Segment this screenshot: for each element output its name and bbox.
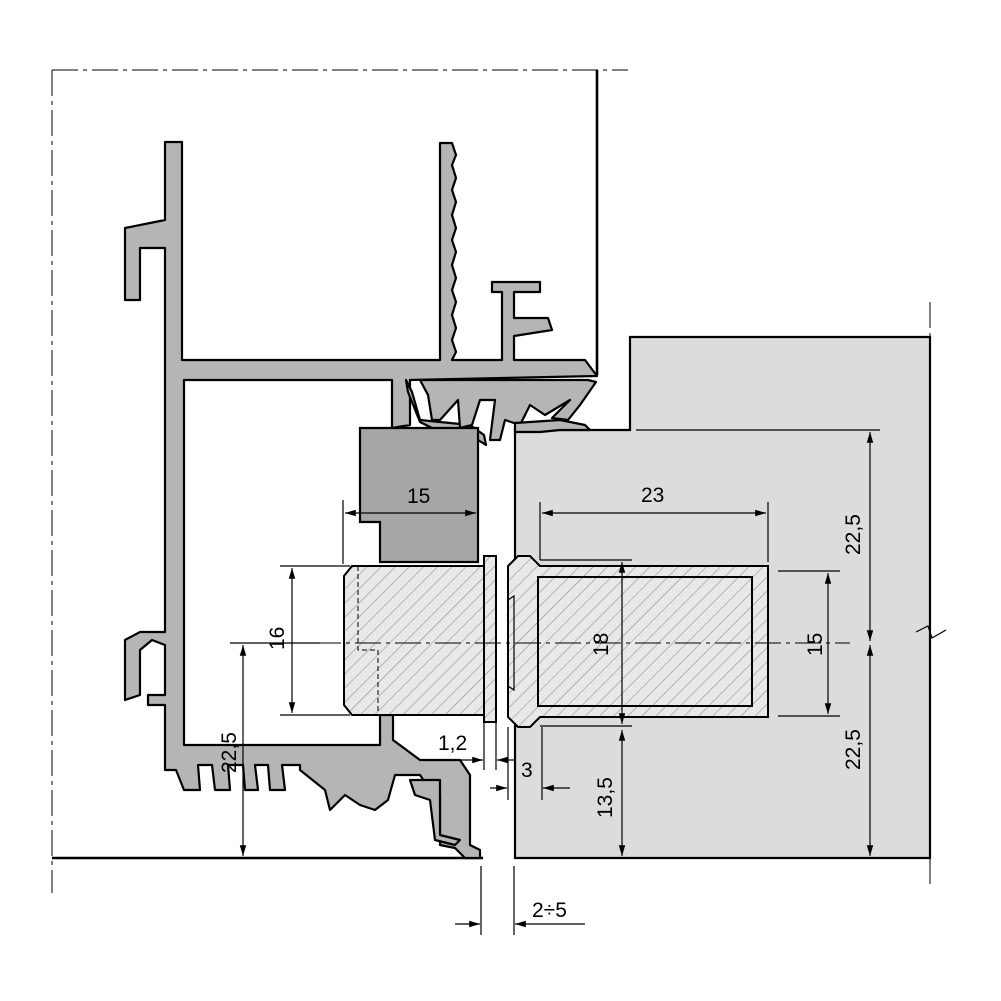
dim-label-22-5-right-bottom: 22,5 bbox=[842, 729, 865, 770]
dim-label-23: 23 bbox=[641, 484, 664, 507]
break-line-symbol bbox=[915, 625, 947, 639]
frame-outline bbox=[51, 69, 628, 893]
hinge-block bbox=[358, 426, 480, 564]
dim-label-2-5: 2÷5 bbox=[532, 899, 567, 922]
dimension-labels: 15 23 22,5 22,5 15 18 13,5 16 22,5 1,2 3… bbox=[218, 484, 865, 922]
dim-label-15-top: 15 bbox=[407, 485, 430, 508]
dim-label-3: 3 bbox=[521, 759, 533, 782]
dim-label-18: 18 bbox=[590, 633, 613, 656]
dim-label-22-5-right-top: 22,5 bbox=[842, 514, 865, 555]
dim-label-15-right: 15 bbox=[804, 633, 827, 656]
aluminium-frame-profile bbox=[123, 140, 599, 860]
dimension-lines bbox=[230, 429, 880, 935]
hinge-barrel-left bbox=[343, 555, 497, 723]
dim-label-13-5: 13,5 bbox=[594, 777, 617, 818]
dim-label-22-5-left: 22,5 bbox=[218, 732, 241, 773]
dim-label-16: 16 bbox=[266, 627, 289, 650]
dim-label-1-2: 1,2 bbox=[438, 732, 467, 755]
hinge-barrel-right bbox=[507, 555, 769, 728]
